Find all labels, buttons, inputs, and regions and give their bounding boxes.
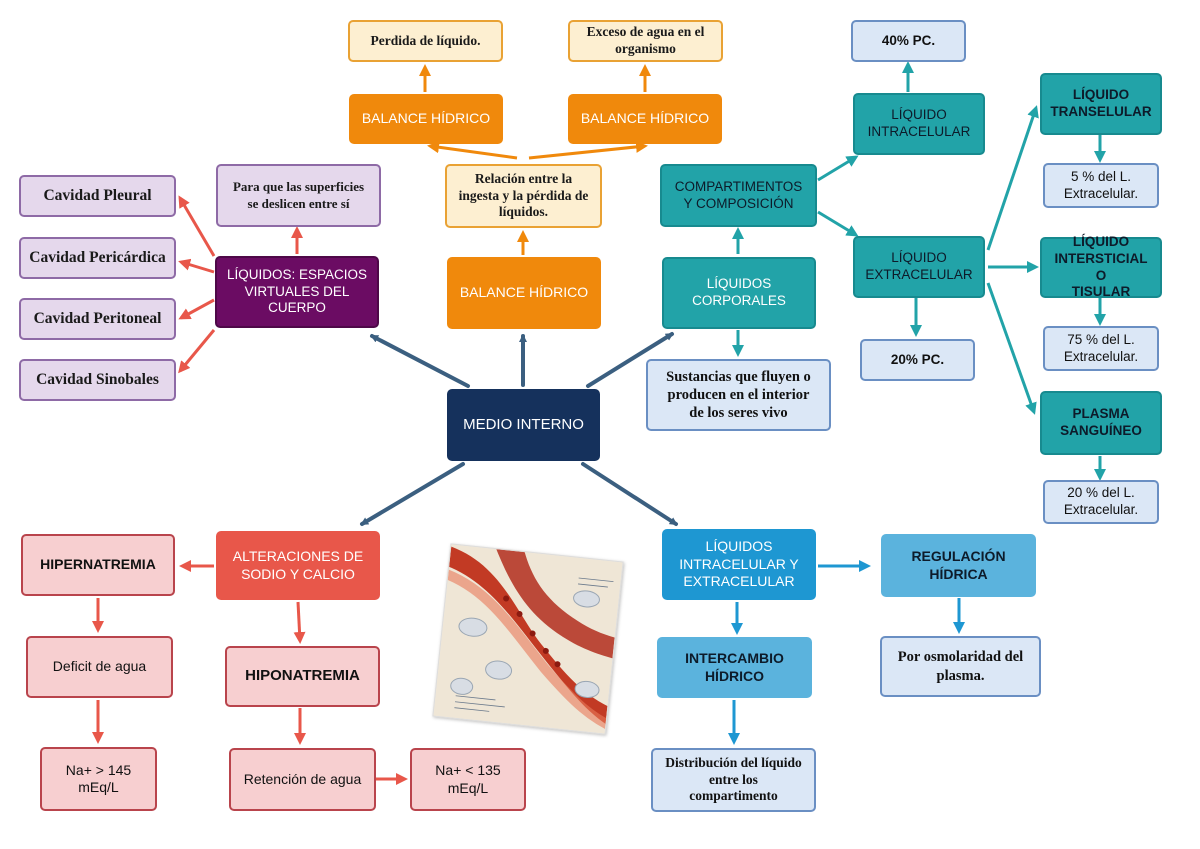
intercambio-node: INTERCAMBIO HÍDRICO [657,637,812,698]
pc-40-label: 40% PC. [881,32,936,48]
na-low-node: Na+ < 135 mEq/L [410,748,526,811]
liquido-extracelular-label: LÍQUIDO EXTRACELULAR [865,250,973,282]
balance-hidrico-left-node: BALANCE HÍDRICO [349,94,503,144]
liquidos-espacios-label: LÍQUIDOS: ESPACIOS VIRTUALES DEL CUERPO [226,266,368,316]
balance-hidrico-center-node: BALANCE HÍDRICO [447,257,601,329]
pc-40-node: 40% PC. [851,20,966,62]
pct-20-label: 20 % del L. Extracelular. [1063,485,1139,517]
perdida-node: Perdida de líquido. [348,20,503,62]
alteraciones-node: ALTERACIONES DE SODIO Y CALCIO [216,531,380,600]
balance-hidrico-center-label: BALANCE HÍDRICO [459,284,589,301]
distribucion-label: Distribución del líquido entre los compa… [665,754,802,804]
liquidos-corporales-label: LÍQUIDOS CORPORALES [692,276,786,308]
liquido-extracelular-node: LÍQUIDO EXTRACELULAR [853,236,985,298]
intercambio-label: INTERCAMBIO HÍDRICO [685,650,784,684]
exceso-label: Exceso de agua en el organismo [586,24,705,56]
balance-hidrico-right-node: BALANCE HÍDRICO [568,94,722,144]
transelular-node: LÍQUIDO TRANSELULAR [1040,73,1162,135]
hiponatremia-label: HIPONATREMIA [245,667,360,685]
compartimentos-node: COMPARTIMENTOS Y COMPOSICIÓN [660,164,817,227]
liquidos-corporales-node: LÍQUIDOS CORPORALES [662,257,816,329]
pct-75-label: 75 % del L. Extracelular. [1063,331,1139,364]
cavidad-pericardica-label: Cavidad Pericárdica [29,249,166,267]
intra-extra-node: LÍQUIDOS INTRACELULAR Y EXTRACELULAR [662,529,816,600]
cavidad-pericardica-node: Cavidad Pericárdica [19,237,176,279]
intersticial-node: LÍQUIDO INTERSTICIAL O TISULAR [1040,234,1162,299]
intersticial-label: LÍQUIDO INTERSTICIAL O TISULAR [1054,233,1148,300]
pc-20-label: 20% PC. [890,351,945,367]
retencion-node: Retención de agua [229,748,376,811]
pc-20-node: 20% PC. [860,339,975,381]
cavidad-peritoneal-label: Cavidad Peritoneal [33,310,162,328]
liquido-intracelular-node: LÍQUIDO INTRACELULAR [853,93,985,155]
pct-5-label: 5 % del L. Extracelular. [1063,168,1139,201]
hipernatremia-node: HIPERNATREMIA [21,534,175,596]
plasma-node: PLASMA SANGUÍNEO [1040,391,1162,455]
intra-extra-label: LÍQUIDOS INTRACELULAR Y EXTRACELULAR [679,538,799,590]
transelular-label: LÍQUIDO TRANSELULAR [1050,87,1152,119]
cavidad-sinobales-label: Cavidad Sinobales [36,371,159,389]
medio-interno-node: MEDIO INTERNO [447,389,600,461]
liquidos-espacios-node: LÍQUIDOS: ESPACIOS VIRTUALES DEL CUERPO [215,256,379,328]
pct-75-node: 75 % del L. Extracelular. [1043,326,1159,371]
hipernatremia-label: HIPERNATREMIA [40,556,156,573]
alteraciones-label: ALTERACIONES DE SODIO Y CALCIO [232,548,364,582]
na-low-label: Na+ < 135 mEq/L [435,762,501,796]
balance-hidrico-left-label: BALANCE HÍDRICO [361,110,491,127]
distribucion-node: Distribución del líquido entre los compa… [651,748,816,812]
superficies-label: Para que las superficies se deslicen ent… [232,179,365,211]
retencion-label: Retención de agua [243,770,362,787]
cavidad-peritoneal-node: Cavidad Peritoneal [19,298,176,340]
compartimentos-label: COMPARTIMENTOS Y COMPOSICIÓN [674,178,803,211]
osmolaridad-node: Por osmolaridad del plasma. [880,636,1041,697]
cavidad-sinobales-node: Cavidad Sinobales [19,359,176,401]
exceso-node: Exceso de agua en el organismo [568,20,723,62]
plasma-label: PLASMA SANGUÍNEO [1060,406,1142,438]
liquido-intracelular-label: LÍQUIDO INTRACELULAR [867,107,971,139]
balance-hidrico-right-label: BALANCE HÍDRICO [580,110,710,127]
perdida-label: Perdida de líquido. [370,32,481,48]
na-high-label: Na+ > 145 mEq/L [65,761,132,796]
pct-20-node: 20 % del L. Extracelular. [1043,480,1159,524]
blood-vessel-illustration [432,543,624,735]
relacion-label: Relación entre la ingesta y la pérdida d… [458,170,589,220]
regulacion-node: REGULACIÓN HÍDRICA [881,534,1036,597]
osmolaridad-label: Por osmolaridad del plasma. [897,649,1024,684]
relacion-node: Relación entre la ingesta y la pérdida d… [445,164,602,228]
blood-vessel-icon [433,543,624,735]
regulacion-label: REGULACIÓN HÍDRICA [911,548,1006,582]
sustancias-label: Sustancias que fluyen o producen en el i… [666,368,811,422]
superficies-node: Para que las superficies se deslicen ent… [216,164,381,227]
na-high-node: Na+ > 145 mEq/L [40,747,157,811]
cavidad-pleural-label: Cavidad Pleural [43,187,152,205]
pct-5-node: 5 % del L. Extracelular. [1043,163,1159,208]
cavidad-pleural-node: Cavidad Pleural [19,175,176,217]
deficit-label: Deficit de agua [52,658,147,675]
deficit-node: Deficit de agua [26,636,173,698]
hiponatremia-node: HIPONATREMIA [225,646,380,707]
medio-interno-label: MEDIO INTERNO [463,415,584,433]
sustancias-node: Sustancias que fluyen o producen en el i… [646,359,831,431]
